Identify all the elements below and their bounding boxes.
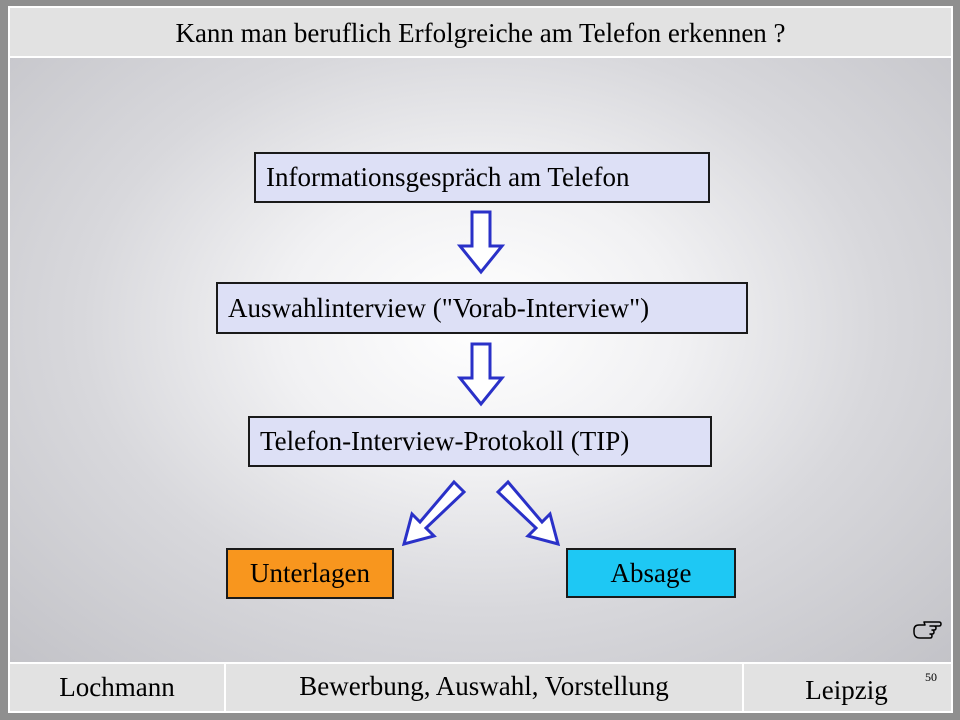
down-arrow-icon [456,342,506,407]
flow-step-interview-protocol: Telefon-Interview-Protokoll (TIP) [248,416,712,467]
footer-author: Lochmann [59,672,175,702]
flow-step-information-call: Informationsgespräch am Telefon [254,152,710,203]
diagonal-arrow-right-icon [495,479,561,547]
pointing-hand-icon [913,621,942,639]
outcome-unterlagen: Unterlagen [226,548,394,599]
title-bar: Kann man beruflich Erfolgreiche am Telef… [8,6,953,58]
footer-bar: Lochmann Bewerbung, Auswahl, Vorstellung… [8,662,953,713]
outcome-absage: Absage [566,548,736,598]
footer-topic: Bewerbung, Auswahl, Vorstellung [224,664,744,711]
diagonal-arrow-left-icon [401,479,467,547]
page-number: 50 [925,670,937,684]
slide-title: Kann man beruflich Erfolgreiche am Telef… [175,18,786,48]
down-arrow-icon [456,210,506,275]
flow-step-selection-interview: Auswahlinterview ("Vorab-Interview") [216,282,748,334]
footer-location: Leipzig [805,675,888,705]
